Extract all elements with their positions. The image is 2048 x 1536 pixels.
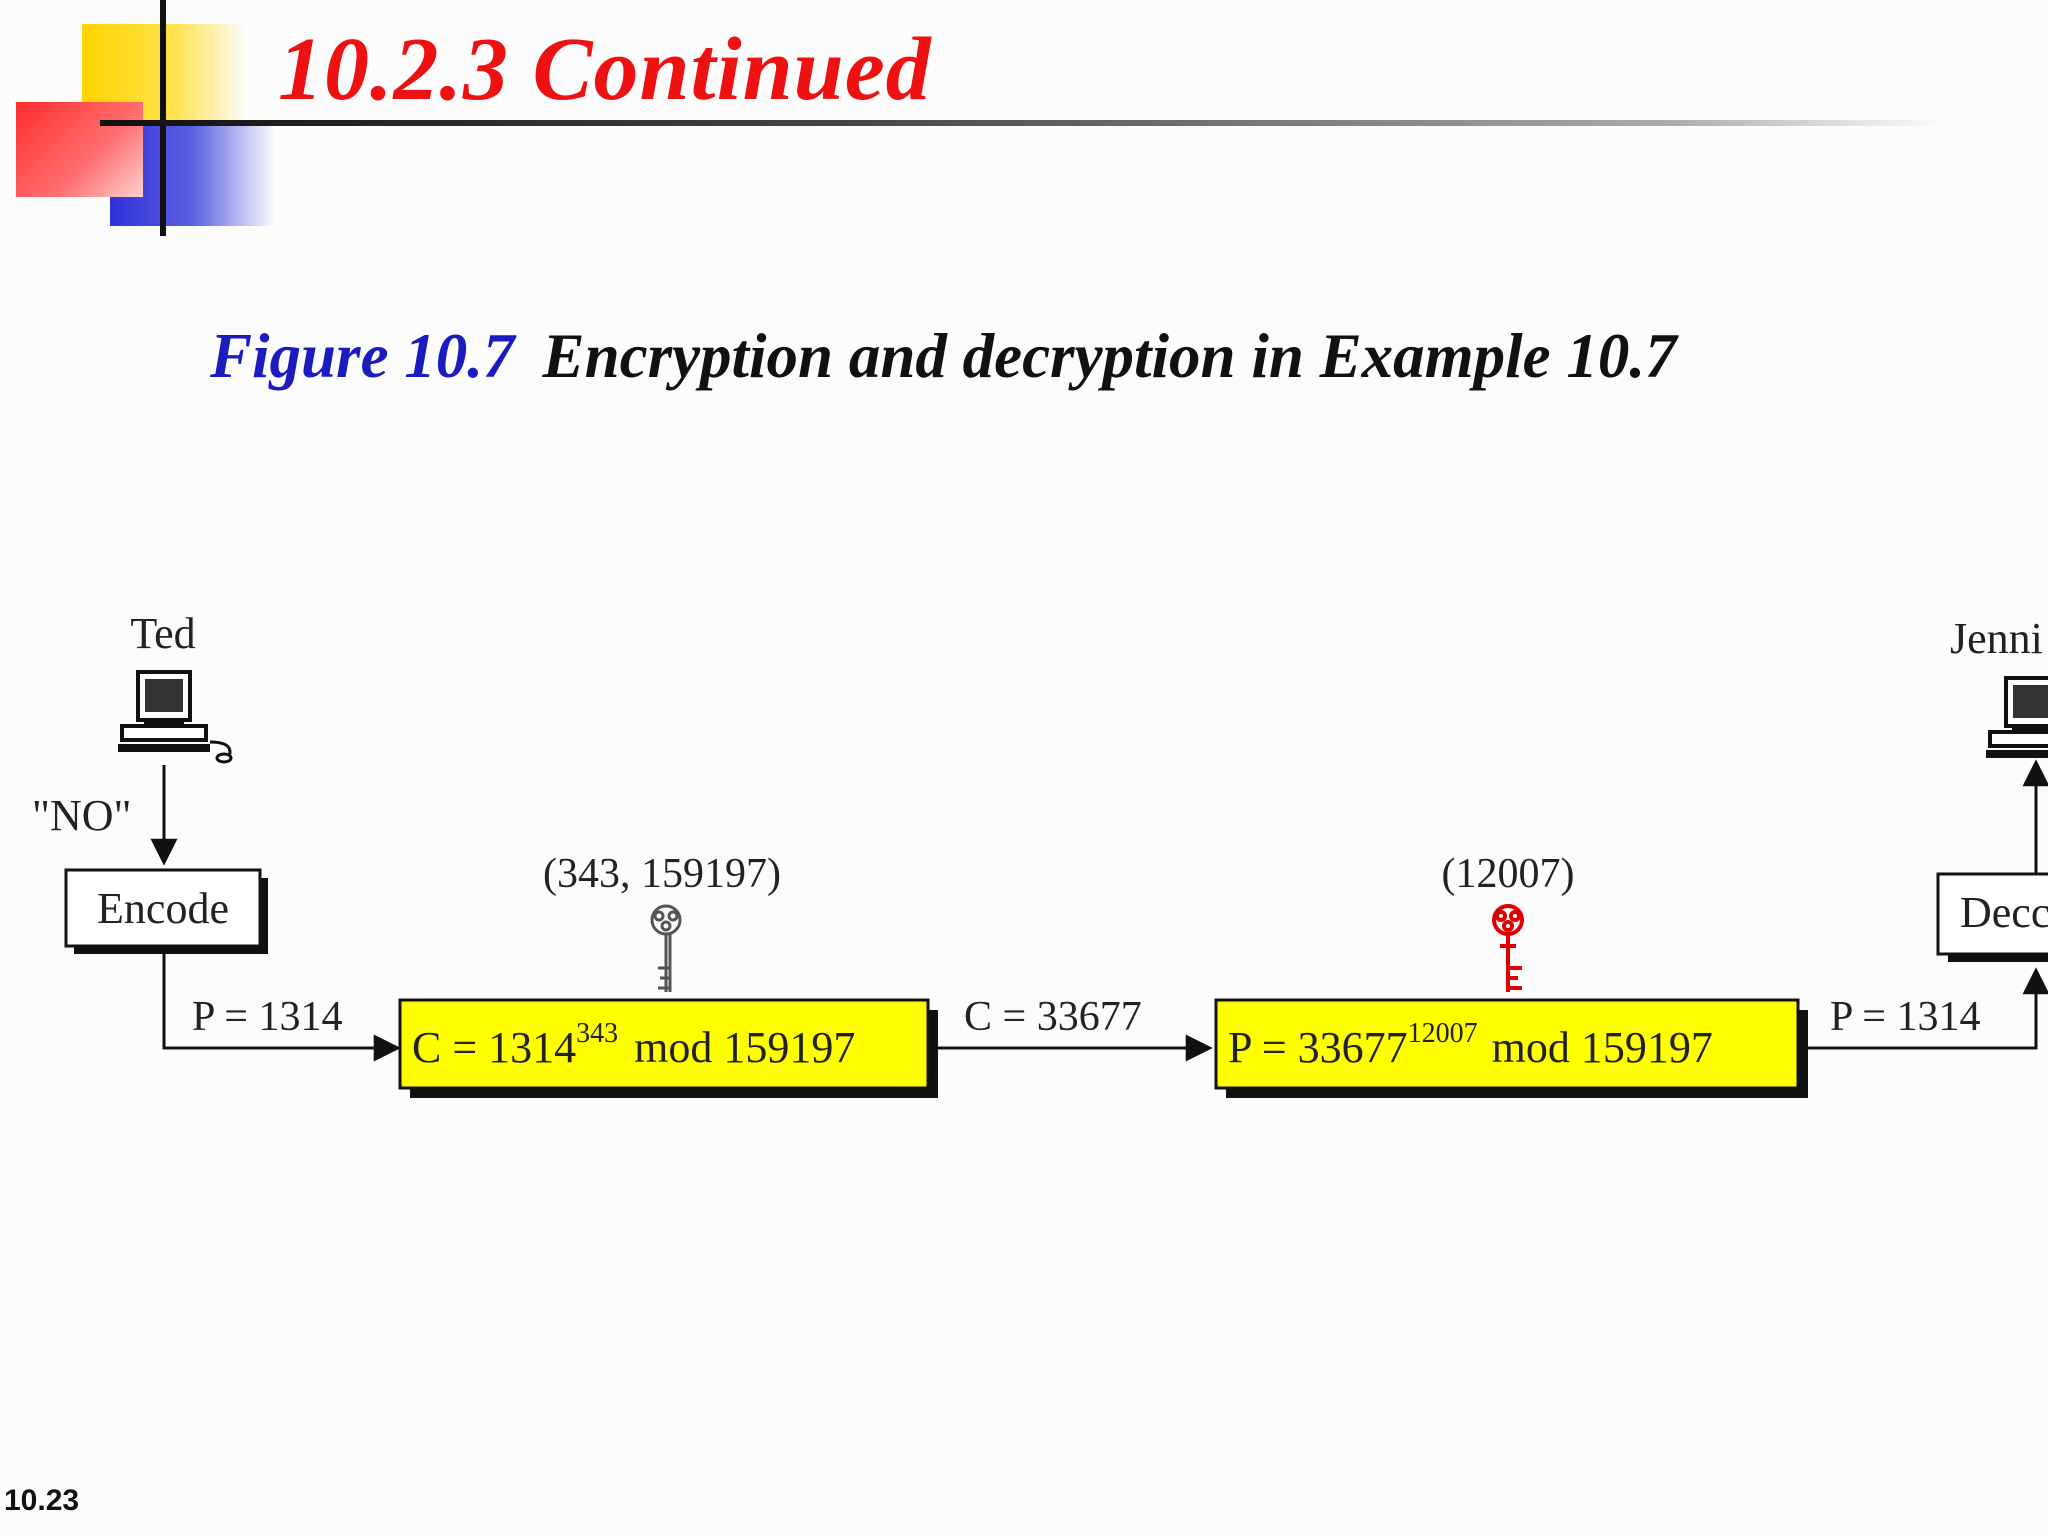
plaintext-left-label: P = 1314 xyxy=(192,994,343,1040)
arrow-plaintext-to-decode xyxy=(1798,967,2048,1050)
receiver-label: Jenni xyxy=(1950,614,2043,663)
title-underline xyxy=(100,120,1942,126)
arrow-plaintext-to-encrypt xyxy=(162,946,401,1062)
encode-label: Encode xyxy=(97,884,229,933)
public-key-label: (343, 159197) xyxy=(543,851,781,897)
private-key-icon xyxy=(1492,904,1524,992)
slide-title: 10.2.3 Continued xyxy=(278,20,932,119)
decode-label: Decc xyxy=(1960,888,2048,937)
encode-box: Encode xyxy=(64,868,268,954)
slide-number: 10.23 xyxy=(4,1484,80,1517)
sender-computer-icon xyxy=(118,670,233,764)
plaintext-right-label: P = 1314 xyxy=(1830,994,1981,1040)
decor-vertical-line xyxy=(160,0,166,236)
figure-title: Encryption and decryption in Example 10.… xyxy=(542,321,1677,391)
figure-number: Figure 10.7 xyxy=(210,321,515,391)
figure-caption: Figure 10.7 Encryption and decryption in … xyxy=(210,320,1677,393)
ciphertext-label: C = 33677 xyxy=(964,994,1142,1040)
decor-red-square xyxy=(16,102,143,197)
decode-box: Decc xyxy=(1936,872,2048,962)
encryption-diagram: Ted "NO" Encode P = 1314 (343, 159197) C… xyxy=(32,609,2048,1098)
receiver-computer-icon xyxy=(1986,676,2048,758)
private-key-label: (12007) xyxy=(1442,851,1575,897)
sender-label: Ted xyxy=(130,609,195,658)
message-label: "NO" xyxy=(32,791,131,840)
public-key-icon xyxy=(650,904,682,992)
